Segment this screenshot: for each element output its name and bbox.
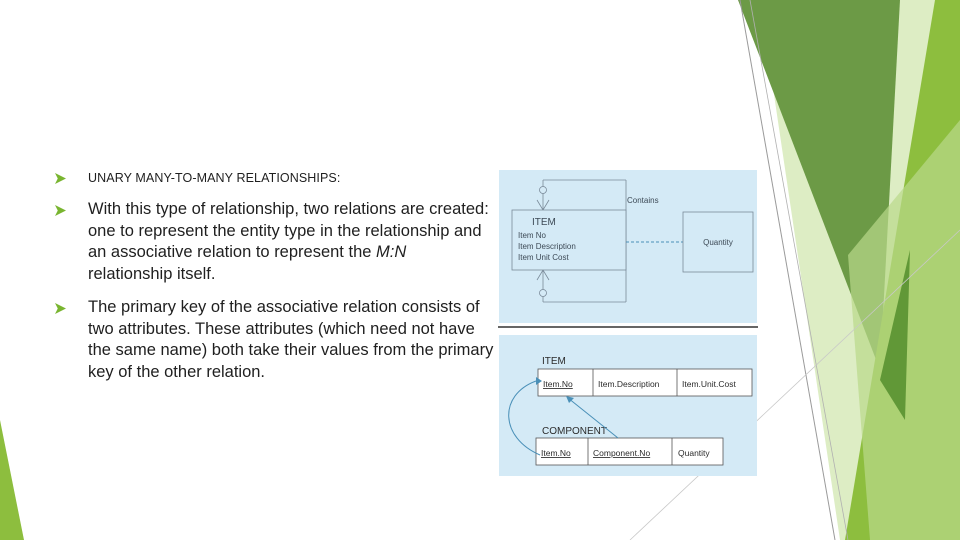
relationship-label: Contains <box>627 196 659 205</box>
foreign-key-arrow <box>567 397 619 439</box>
deco-left-shape <box>0 420 24 540</box>
bullet-text: UNARY MANY-TO-MANY RELATIONSHIPS: <box>88 171 341 185</box>
foreign-key-arrow <box>508 380 541 456</box>
deco-deep-shape <box>880 250 910 420</box>
er-diagram-figure: Contains ITEM Item No Item Description I… <box>498 170 758 476</box>
relation-name: ITEM <box>542 356 566 367</box>
cardinality-circle <box>539 289 547 297</box>
relation-name: COMPONENT <box>542 426 607 437</box>
bullet-heading: UNARY MANY-TO-MANY RELATIONSHIPS: <box>55 168 495 189</box>
bullet-list: UNARY MANY-TO-MANY RELATIONSHIPS: With t… <box>55 168 495 395</box>
arrowhead-bullet-icon <box>55 205 66 216</box>
entity-attribute: Item Unit Cost <box>518 253 569 262</box>
associative-attribute: Quantity <box>703 238 733 247</box>
bullet-text: relationship itself. <box>88 264 216 283</box>
bullet-item: With this type of relationship, two rela… <box>55 199 495 285</box>
relation-column: Item.No <box>543 379 573 389</box>
entity-attribute: Item Description <box>518 242 576 251</box>
relation-column: Item.No <box>541 448 571 458</box>
deco-line <box>629 229 960 540</box>
entity-box-item <box>511 209 627 271</box>
entity-attribute: Item No <box>518 231 547 240</box>
bullet-text: The primary key of the associative relat… <box>88 298 494 381</box>
bullet-text: With this type of relationship, two rela… <box>88 200 489 261</box>
relation-column: Component.No <box>593 448 650 458</box>
bullet-item: The primary key of the associative relat… <box>55 297 495 383</box>
deco-line <box>739 0 836 540</box>
arrowhead-bullet-icon <box>55 173 66 184</box>
relation-table-component <box>535 437 724 466</box>
relation-column: Quantity <box>678 448 710 458</box>
relation-table-item <box>537 368 753 397</box>
entity-name: ITEM <box>532 217 556 228</box>
bullet-text-italic: M:N <box>376 243 407 261</box>
cardinality-circle <box>539 186 547 194</box>
associative-attribute-box <box>682 211 754 273</box>
arrowhead <box>566 396 574 403</box>
relation-column: Item.Unit.Cost <box>682 379 736 389</box>
arrowhead <box>536 377 542 385</box>
deco-line <box>749 0 849 540</box>
relation-column: Item.Description <box>598 379 660 389</box>
arrowhead-bullet-icon <box>55 303 66 314</box>
